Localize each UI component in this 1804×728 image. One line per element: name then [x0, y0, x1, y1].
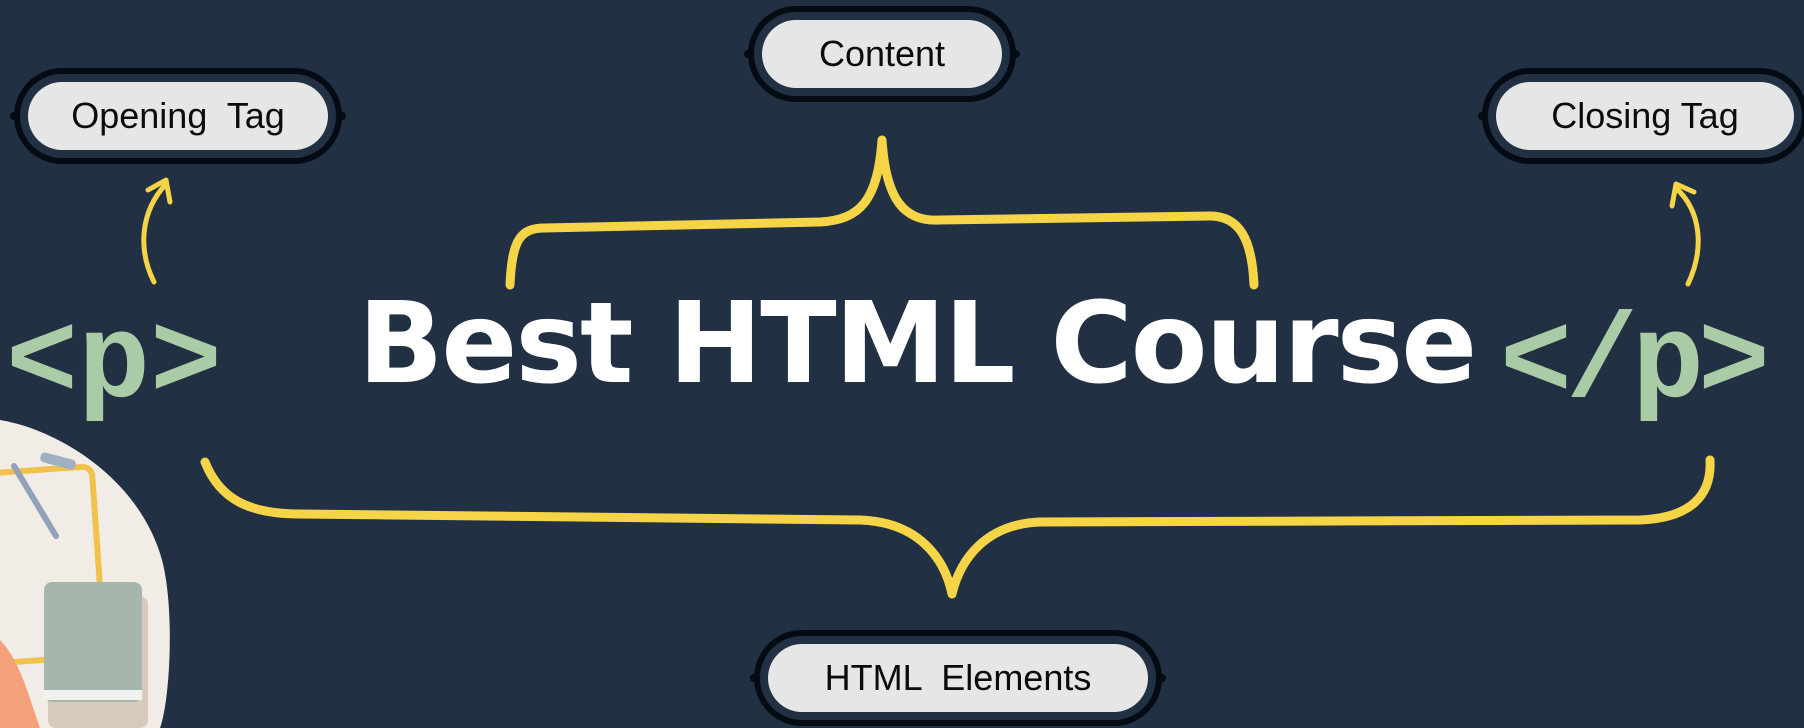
opening-tag-label: Opening Tag: [10, 82, 346, 150]
closing-tag-label: Closing Tag: [1478, 82, 1794, 150]
closing-p-tag: </p>: [1500, 297, 1770, 433]
course-title: Best HTML Course: [358, 279, 1477, 409]
closing-arrow: [1673, 185, 1701, 287]
html-elements-label: HTML Elements: [750, 644, 1166, 712]
content-label: Content: [744, 20, 1020, 88]
opening-arrow-head: [145, 177, 173, 205]
opening-arrow: [141, 181, 169, 285]
content-brace: [505, 135, 1259, 290]
elements-brace: [200, 455, 1715, 599]
closing-arrow-head: [1669, 181, 1697, 209]
opening-p-tag: <p>: [6, 297, 223, 433]
notebook-illustration: [0, 420, 170, 728]
